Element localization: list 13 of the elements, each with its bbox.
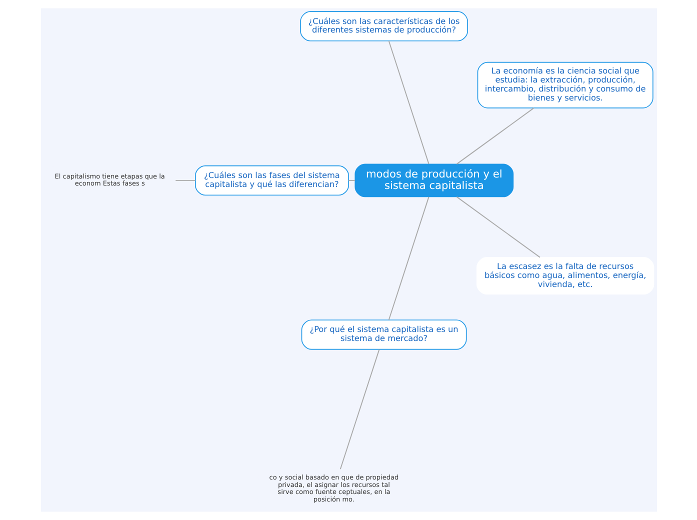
connector [174, 180, 196, 181]
connector [456, 196, 540, 258]
connector [388, 196, 429, 320]
node-box: ¿Cuáles son las fases del sistema capitalista y qué las diferencian? [194, 165, 348, 196]
node-box: La economía es la ciencia social que estudia: la extracción, producción, intercambio, distribución y consumo de bienes y servicios. [476, 62, 653, 108]
connector [348, 180, 355, 181]
node-box: ¿Cuáles son las características de los diferentes sistemas de producción? [300, 11, 468, 42]
node-box: La escasez es la falta de recursos básicos como agua, alimentos, energía, vivienda, etc. [476, 257, 654, 294]
connector [456, 108, 534, 165]
connector [339, 348, 380, 470]
connector [388, 40, 429, 164]
node-box: modos de producción y el sistema capitalista [354, 164, 514, 198]
node-box: ¿Por qué el sistema capitalista es un sistema de mercado? [300, 320, 466, 350]
